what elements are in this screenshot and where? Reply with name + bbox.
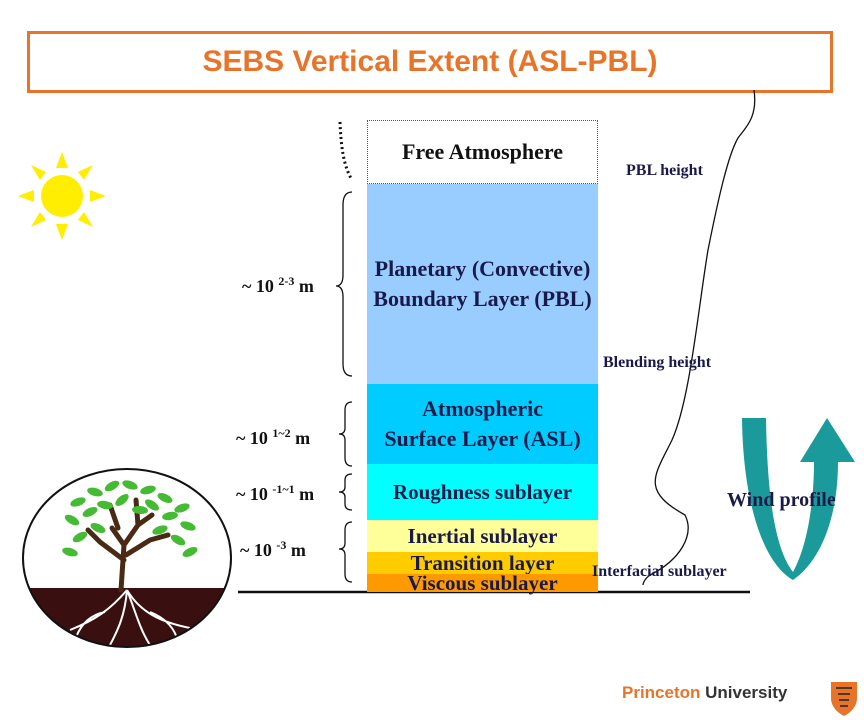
scale-inertial: ~ 10 -3 m — [240, 538, 306, 561]
scale-pbl: ~ 10 2-3 m — [242, 274, 314, 297]
title-box: SEBS Vertical Extent (ASL-PBL) — [27, 31, 833, 93]
layer-roughness-label: Roughness sublayer — [392, 479, 573, 504]
layer-viscous: Viscous sublayer — [367, 570, 598, 595]
footer-princeton: Princeton University — [622, 683, 787, 703]
layer-roughness: Roughness sublayer — [367, 464, 598, 520]
layer-free-atmosphere: Free Atmosphere — [367, 120, 598, 184]
scale-asl: ~ 10 1~2 m — [236, 426, 310, 449]
layer-transition: Transition layer — [367, 552, 598, 574]
tree-icon — [22, 468, 232, 648]
scale-exponent: -1~1 — [272, 482, 295, 496]
layer-pbl: Planetary (Convective) Boundary Layer (P… — [367, 184, 598, 384]
page-title: SEBS Vertical Extent (ASL-PBL) — [202, 45, 658, 78]
layer-inertial-label: Inertial sublayer — [407, 523, 558, 548]
layer-inertial: Inertial sublayer — [367, 520, 598, 552]
wind-profile-curve — [642, 89, 756, 586]
scale-roughness: ~ 10 -1~1 m — [236, 482, 314, 505]
footer-princeton-word: Princeton — [622, 683, 701, 702]
pbl-height-label: PBL height — [626, 162, 703, 179]
scale-suffix: m — [294, 484, 315, 504]
scale-suffix: m — [290, 428, 311, 448]
blending-height-label: Blending height — [603, 354, 712, 371]
scale-prefix: ~ 10 — [242, 276, 279, 296]
layer-free-label: Free Atmosphere — [401, 139, 564, 165]
scale-prefix: ~ 10 — [240, 540, 277, 560]
circular-arrow-icon — [742, 418, 855, 580]
wind-profile-label: Wind profile — [727, 489, 836, 511]
sun-icon — [18, 152, 106, 240]
scale-exponent: 1~2 — [272, 426, 291, 440]
scale-braces — [335, 191, 353, 583]
scale-suffix: m — [286, 540, 306, 560]
layer-transition-label: Transition layer — [410, 550, 555, 575]
scale-exponent: -3 — [276, 538, 287, 552]
scale-suffix: m — [294, 276, 314, 296]
interfacial-sublayer-label: Interfacial sublayer — [592, 563, 727, 580]
layer-asl-label-2: Surface Layer (ASL) — [384, 426, 581, 451]
layer-asl-label-1: Atmospheric — [422, 396, 543, 422]
layer-pbl-label-2: Boundary Layer (PBL) — [373, 286, 592, 311]
footer-university-word: University — [705, 683, 788, 702]
dotted-curve — [338, 121, 354, 181]
layer-asl: Atmospheric Surface Layer (ASL) — [367, 384, 598, 464]
layer-viscous-label: Viscous sublayer — [407, 570, 558, 595]
scale-prefix: ~ 10 — [236, 428, 273, 448]
layer-pbl-label-1: Planetary (Convective) — [374, 256, 591, 282]
princeton-shield-icon — [831, 682, 857, 716]
scale-exponent: 2-3 — [278, 274, 295, 288]
scale-prefix: ~ 10 — [236, 484, 273, 504]
